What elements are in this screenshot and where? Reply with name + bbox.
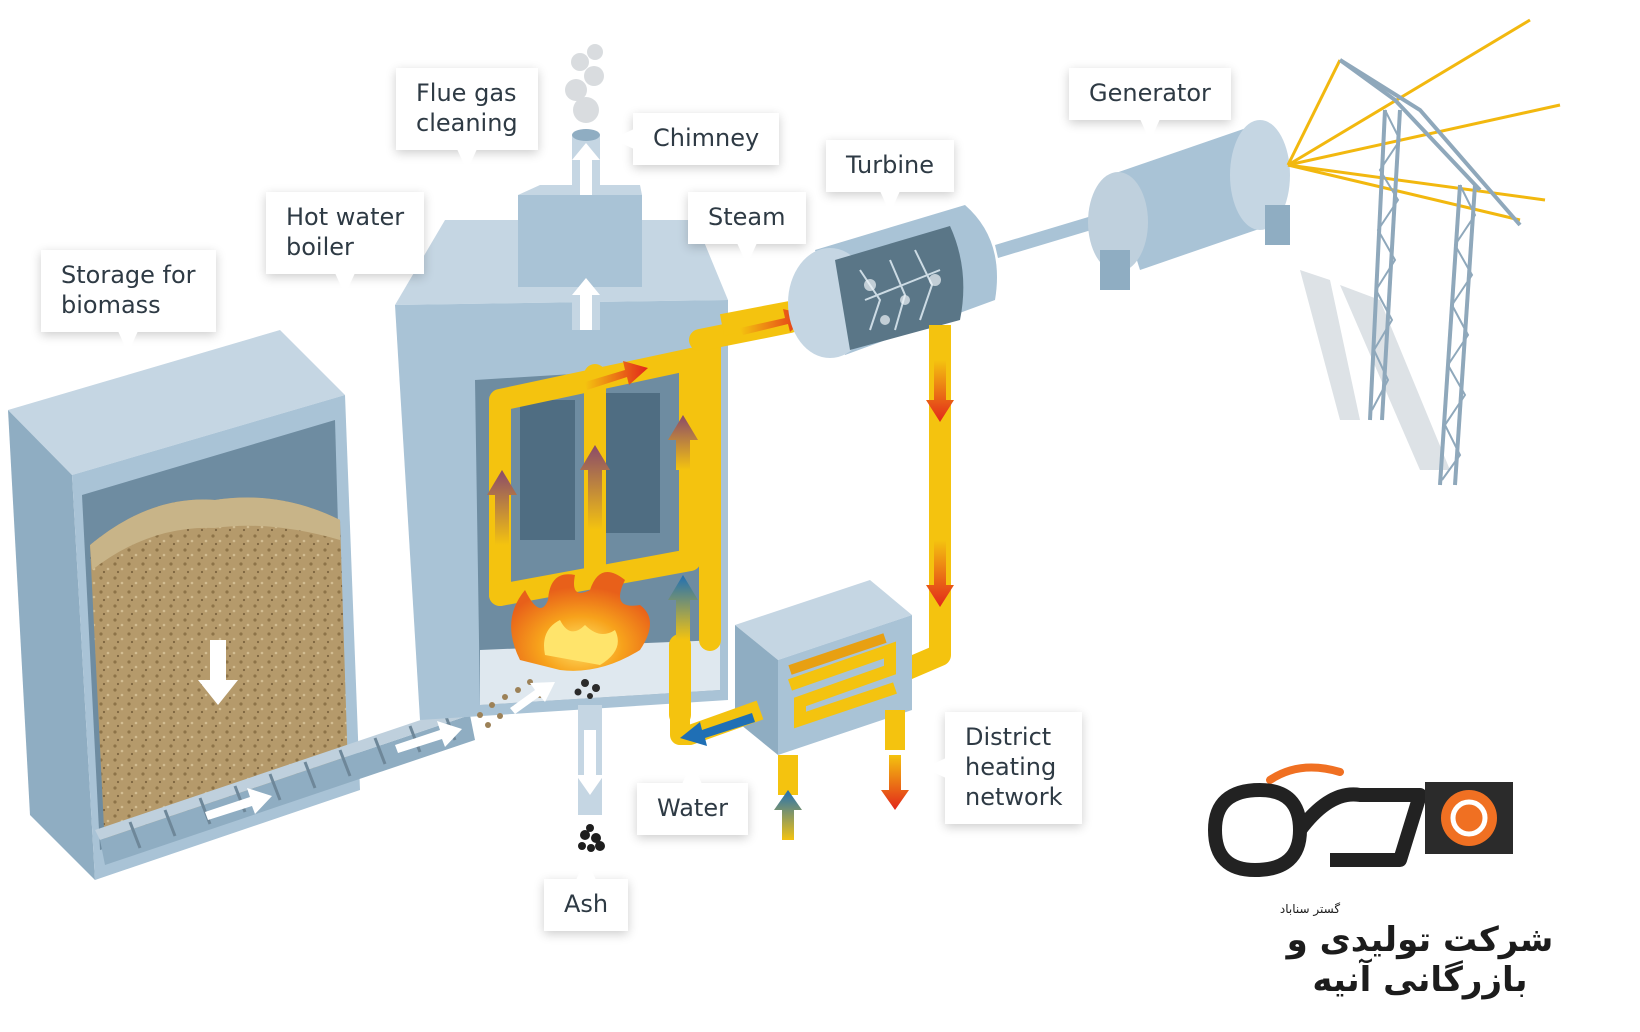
- chimney: [565, 44, 604, 195]
- smoke-icon: [565, 44, 604, 123]
- label-flue-gas-cleaning: Flue gas cleaning: [396, 68, 538, 171]
- flow-arrow-icon: [926, 540, 954, 607]
- logo-icon: [1207, 763, 1513, 878]
- label-generator: Generator: [1069, 68, 1231, 141]
- screw-conveyor: [95, 705, 475, 865]
- flame-icon: [511, 572, 650, 699]
- flow-arrow-icon: [572, 143, 600, 195]
- label-storage-for-biomass: Storage for biomass: [41, 250, 216, 353]
- flow-arrow-icon: [680, 713, 755, 746]
- flow-arrow-icon: [576, 730, 604, 795]
- flow-arrow-icon: [198, 640, 238, 705]
- flue-gas-cleaning-unit: [518, 185, 642, 330]
- flow-arrow-icon: [774, 790, 802, 840]
- label-water: Water: [637, 762, 748, 835]
- water-pipe: [670, 700, 764, 746]
- pylon-shadow: [1300, 270, 1450, 470]
- power-lines: [1286, 18, 1561, 222]
- flow-arrow-icon: [395, 721, 462, 753]
- biomass-feed: [477, 679, 555, 728]
- logo-company-name: شرکت تولیدی و بازرگانی آنیه: [1286, 920, 1554, 1000]
- label-hot-water-boiler: Hot water boiler: [266, 192, 425, 295]
- pylon-icon: [1338, 58, 1522, 486]
- flow-arrow-icon: [487, 361, 698, 640]
- label-district-heating-network: District heating network: [923, 712, 1083, 824]
- return-pipe: [900, 325, 954, 681]
- shaft: [995, 215, 1098, 258]
- ash-output: [576, 705, 605, 852]
- flow-arrow-icon: [205, 788, 272, 820]
- turbine: [788, 205, 997, 358]
- biomass-storage: [8, 330, 360, 880]
- label-turbine: Turbine: [826, 140, 954, 213]
- flow-arrow-icon: [926, 360, 954, 422]
- logo-tagline: گستر سناباد: [1279, 902, 1341, 916]
- flow-arrow-icon: [572, 278, 600, 330]
- label-chimney: Chimney: [611, 113, 780, 165]
- flow-arrow-icon: [881, 755, 909, 810]
- label-ash: Ash: [544, 858, 629, 931]
- generator: [1088, 120, 1290, 290]
- district-heating-pipes: [774, 710, 909, 840]
- flow-arrow-icon: [510, 682, 555, 714]
- heat-exchanger: [735, 580, 912, 755]
- label-steam: Steam: [688, 192, 806, 265]
